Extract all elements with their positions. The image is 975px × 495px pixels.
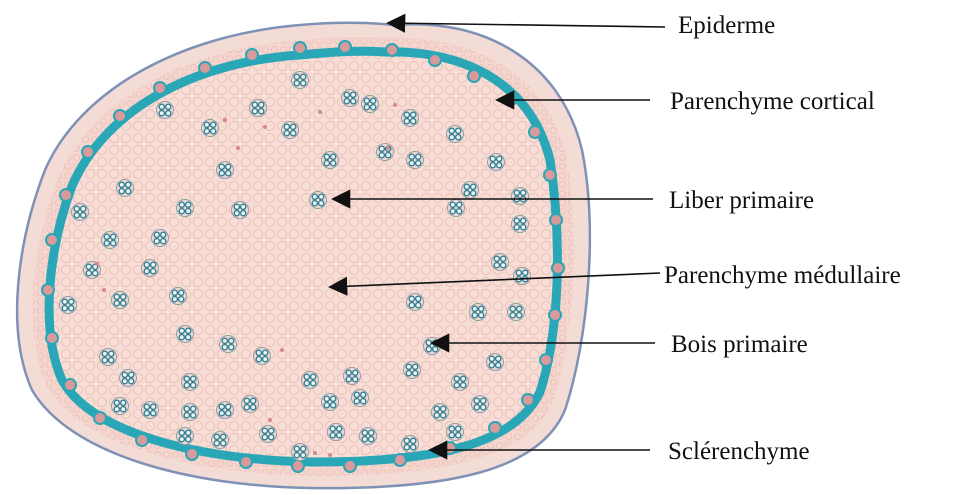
vascular-bundle (152, 230, 169, 247)
vascular-bundle (448, 200, 465, 217)
vascular-bundle (512, 188, 529, 205)
vascular-bundle (202, 120, 219, 137)
vascular-bundle (102, 232, 119, 249)
vascular-bundle (217, 402, 234, 419)
vascular-bundle (60, 297, 77, 314)
vascular-bundle (220, 336, 237, 353)
vascular-bundle (402, 436, 419, 453)
vascular-bundle (508, 304, 525, 321)
vascular-bundle (322, 152, 339, 169)
vascular-bundle (407, 294, 424, 311)
vascular-bundle (120, 370, 137, 387)
vascular-bundle (362, 96, 379, 113)
vascular-bundle (182, 374, 199, 391)
label-liber-primaire: Liber primaire (669, 187, 814, 214)
vascular-bundle (212, 432, 229, 449)
vascular-bundle (112, 398, 129, 415)
vascular-bundle (242, 396, 259, 413)
vascular-bundle (432, 404, 449, 421)
vascular-bundle (322, 394, 339, 411)
vascular-bundle (377, 144, 394, 161)
vascular-bundle (142, 260, 159, 277)
vascular-bundle (512, 216, 529, 233)
vascular-bundle (404, 362, 421, 379)
vascular-bundle (217, 162, 234, 179)
label-sclerenchyme: Sclérenchyme (668, 438, 810, 465)
vascular-bundle (328, 424, 345, 441)
vascular-bundle (282, 122, 299, 139)
vascular-bundle (302, 372, 319, 389)
label-parenchyme-cortical: Parenchyme cortical (670, 88, 875, 115)
label-bois-primaire: Bois primaire (671, 331, 808, 358)
vascular-bundle (514, 268, 531, 285)
vascular-bundle (250, 100, 267, 117)
vascular-bundle (447, 424, 464, 441)
vascular-bundle (292, 72, 309, 89)
vascular-bundle (157, 102, 174, 119)
vascular-bundle (470, 304, 487, 321)
vascular-bundle (310, 192, 327, 209)
vascular-bundle (177, 326, 194, 343)
label-epiderme: Epiderme (678, 12, 775, 39)
vascular-bundle (254, 348, 271, 365)
vascular-bundle (72, 204, 89, 221)
vascular-bundle (447, 126, 464, 143)
vascular-bundle (344, 368, 361, 385)
vascular-bundle (342, 90, 359, 107)
vascular-bundle (142, 402, 159, 419)
vascular-bundle (182, 404, 199, 421)
vascular-bundle (112, 292, 129, 309)
vascular-bundle (117, 180, 134, 197)
vascular-bundle (402, 110, 419, 127)
vascular-bundle (407, 152, 424, 169)
vascular-bundle (292, 444, 309, 461)
labels: Epiderme Parenchyme cortical Liber prima… (664, 12, 901, 465)
label-parenchyme-medullaire: Parenchyme médullaire (664, 262, 901, 289)
vascular-bundle (352, 390, 369, 407)
vascular-bundle (462, 182, 479, 199)
vascular-bundle (260, 426, 277, 443)
vascular-bundle (452, 374, 469, 391)
vascular-bundle (177, 428, 194, 445)
vascular-bundle (492, 254, 509, 271)
vascular-bundle (424, 338, 441, 355)
vascular-bundle (170, 288, 187, 305)
vascular-bundle (472, 396, 489, 413)
vascular-bundle (360, 428, 377, 445)
vascular-bundle (232, 202, 249, 219)
vascular-bundle (100, 349, 117, 366)
vascular-bundle (177, 200, 194, 217)
vascular-bundle (487, 354, 504, 371)
vascular-bundle (488, 154, 505, 171)
